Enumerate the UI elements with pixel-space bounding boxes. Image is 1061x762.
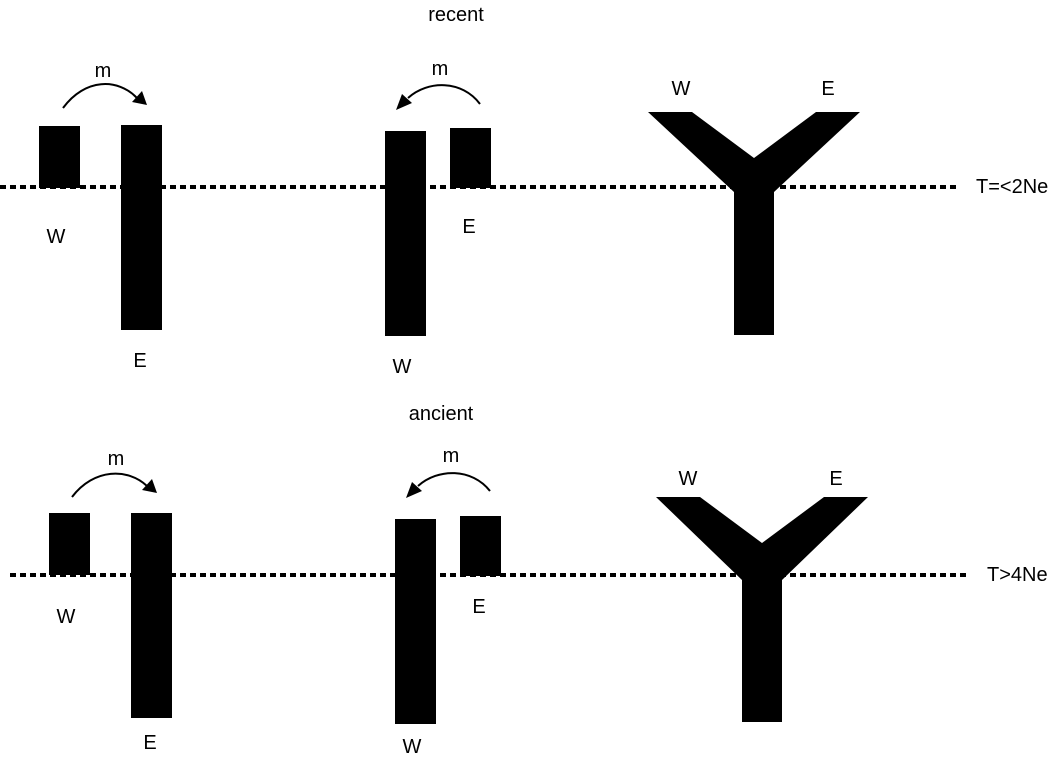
recent-title: recent bbox=[428, 4, 484, 26]
ancient-a-migration-arrow bbox=[71, 472, 148, 498]
ancient-a-migration-label: m bbox=[108, 448, 125, 470]
recent-b-e-population bbox=[450, 128, 491, 188]
recent-c-w-label: W bbox=[672, 78, 691, 100]
recent-b-arrowhead bbox=[396, 94, 412, 110]
ancient-row: ancient T>4Ne m W E m W E W E bbox=[10, 403, 1048, 758]
recent-a-e-population bbox=[121, 125, 162, 330]
ancient-a-arrowhead bbox=[142, 479, 157, 493]
recent-panel-c: W E bbox=[648, 78, 860, 335]
recent-b-e-label: E bbox=[462, 216, 475, 238]
ancient-a-e-population bbox=[131, 513, 172, 718]
ancient-b-arrowhead bbox=[406, 482, 422, 498]
ancient-time-label: T>4Ne bbox=[987, 564, 1048, 586]
ancient-panel-c: W E bbox=[656, 468, 868, 722]
recent-b-w-population bbox=[385, 131, 426, 336]
recent-c-split-tree bbox=[648, 112, 860, 335]
ancient-a-w-label: W bbox=[57, 606, 76, 628]
recent-time-label: T=<2Ne bbox=[976, 176, 1048, 198]
ancient-a-e-label: E bbox=[143, 732, 156, 754]
ancient-b-w-label: W bbox=[403, 736, 422, 758]
ancient-b-e-label: E bbox=[472, 596, 485, 618]
ancient-c-split-tree bbox=[656, 497, 868, 722]
recent-a-w-population bbox=[39, 126, 80, 188]
ancient-b-migration-arrow bbox=[417, 472, 491, 492]
ancient-b-migration-label: m bbox=[443, 445, 460, 467]
recent-b-migration-arrow bbox=[407, 84, 481, 105]
ancient-title: ancient bbox=[409, 403, 474, 425]
ancient-a-w-population bbox=[49, 513, 90, 575]
ancient-b-e-population bbox=[460, 516, 501, 576]
recent-b-migration-label: m bbox=[432, 58, 449, 80]
recent-a-migration-label: m bbox=[95, 60, 112, 82]
recent-a-arrowhead bbox=[132, 91, 147, 105]
ancient-c-e-label: E bbox=[829, 468, 842, 490]
recent-a-e-label: E bbox=[133, 350, 146, 372]
ancient-panel-a: m W E bbox=[49, 448, 172, 754]
ancient-c-w-label: W bbox=[679, 468, 698, 490]
recent-a-w-label: W bbox=[47, 226, 66, 248]
ancient-panel-b: m W E bbox=[395, 445, 501, 758]
recent-panel-a: m W E bbox=[39, 60, 162, 372]
recent-row: recent T=<2Ne m W E m W E W E bbox=[0, 4, 1048, 378]
recent-a-migration-arrow bbox=[62, 83, 138, 109]
recent-b-w-label: W bbox=[393, 356, 412, 378]
ancient-b-w-population bbox=[395, 519, 436, 724]
recent-panel-b: m W E bbox=[385, 58, 491, 378]
recent-c-e-label: E bbox=[821, 78, 834, 100]
